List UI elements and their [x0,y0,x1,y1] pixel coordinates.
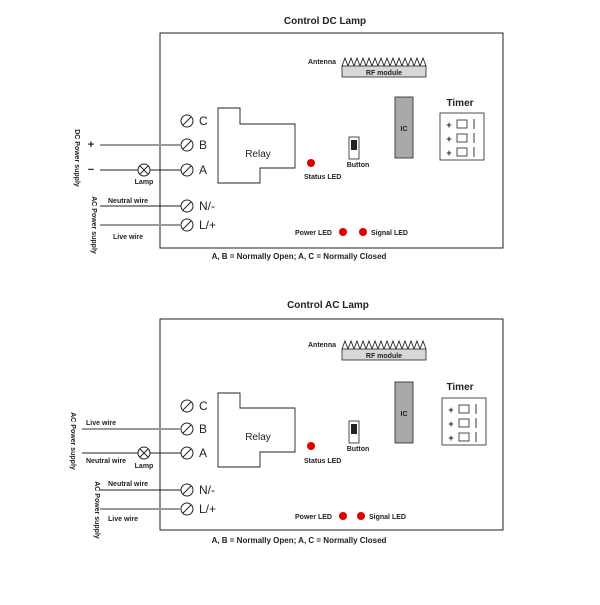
power-led-label: Power LED [295,230,332,237]
terminal-n-label: N/- [199,199,215,213]
signal-led [357,512,365,520]
dc-plus-label: + [88,139,94,151]
signal-led-label: Signal LED [369,514,406,521]
ac-power-supply-label: AC Power supply [90,196,97,254]
timer-row: + [446,133,475,144]
terminal-c: C [180,399,208,413]
terminal-a: A [180,163,207,177]
contact-note: A, B = Normally Open; A, C = Normally Cl… [212,536,387,545]
terminal-c-label: C [199,114,208,128]
live-wire-label: Live wire [113,234,143,241]
ic-chip [394,96,414,159]
diagram-title: Control AC Lamp [287,300,369,311]
terminal-l: L/+ [180,218,216,232]
rf-module [341,348,427,361]
ic-label: IC [401,126,408,133]
signal-led-label: Signal LED [371,230,408,237]
timer-row: + [446,147,475,158]
svg-text:+: + [446,148,451,158]
terminal-a: A [180,446,207,460]
diagram-dc-lamp: Control DC Lamp Antenna RF module IC Tim… [73,16,504,261]
ic-label: IC [401,411,408,418]
ic-chip [394,381,414,444]
timer-dial-icon [458,404,470,414]
terminal-l-label: L/+ [199,218,216,232]
timer-label: Timer [446,98,473,109]
dc-power-supply-label: DC Power supply [73,129,80,187]
timer-dial-icon [458,432,470,442]
signal-led [359,228,367,236]
neutral-wire-label: Neutral wire [108,481,148,488]
button-label: Button [347,162,370,169]
status-led-label: Status LED [304,174,341,181]
power-led [339,512,347,520]
antenna-label: Antenna [308,342,336,349]
terminal-n: N/- [180,199,215,213]
status-led-label: Status LED [304,458,341,465]
timer-row: + [448,404,477,415]
terminal-l: L/+ [180,502,216,516]
svg-text:+: + [446,120,451,130]
terminal-c: C [180,114,208,128]
antenna-label: Antenna [308,59,336,66]
terminal-l-label: L/+ [199,502,216,516]
diagram-title: Control DC Lamp [284,16,366,27]
power-led-label: Power LED [295,514,332,521]
svg-text:+: + [448,419,453,429]
rf-module-label: RF module [366,70,402,77]
terminal-c-label: C [199,399,208,413]
svg-text:+: + [448,405,453,415]
diagram-ac-lamp: Control AC Lamp Antenna RF module IC Tim… [69,300,504,545]
button-label: Button [347,446,370,453]
power-led [339,228,347,236]
svg-text:+: + [448,433,453,443]
neutral-wire-label: Neutral wire [86,458,126,465]
timer-row: + [446,119,475,130]
relay-label: Relay [245,149,271,160]
ac-power-supply-label: AC Power supply [69,412,76,470]
live-wire-label: Live wire [86,420,116,427]
contact-note: A, B = Normally Open; A, C = Normally Cl… [212,252,387,261]
button-knob [351,140,357,150]
neutral-wire-label: Neutral wire [108,198,148,205]
relay-block [217,107,296,184]
terminal-a-label: A [199,446,207,460]
lamp-icon [137,446,151,460]
timer-row: + [448,418,477,429]
terminal-b-label: B [199,422,207,436]
terminal-a-label: A [199,163,207,177]
status-led [307,442,315,450]
lamp-label: Lamp [135,179,154,186]
terminal-n-label: N/- [199,483,215,497]
status-led [307,159,315,167]
relay-block [217,392,296,468]
rf-module [341,65,427,78]
timer-label: Timer [446,382,473,393]
relay-label: Relay [245,432,271,443]
dc-minus-label: − [88,164,94,176]
timer-row: + [448,432,477,443]
svg-text:+: + [446,134,451,144]
rf-module-label: RF module [366,353,402,360]
lamp-icon [137,163,151,177]
lamp-label: Lamp [135,463,154,470]
terminal-b-label: B [199,138,207,152]
live-wire-label: Live wire [108,516,138,523]
timer-dial-icon [456,133,468,143]
button-knob [351,424,357,434]
timer-dial-icon [456,147,468,157]
timer-dial-icon [458,418,470,428]
terminal-b: B [180,422,207,436]
ac-power-supply-label: AC Power supply [93,481,100,539]
timer-dial-icon [456,119,468,129]
